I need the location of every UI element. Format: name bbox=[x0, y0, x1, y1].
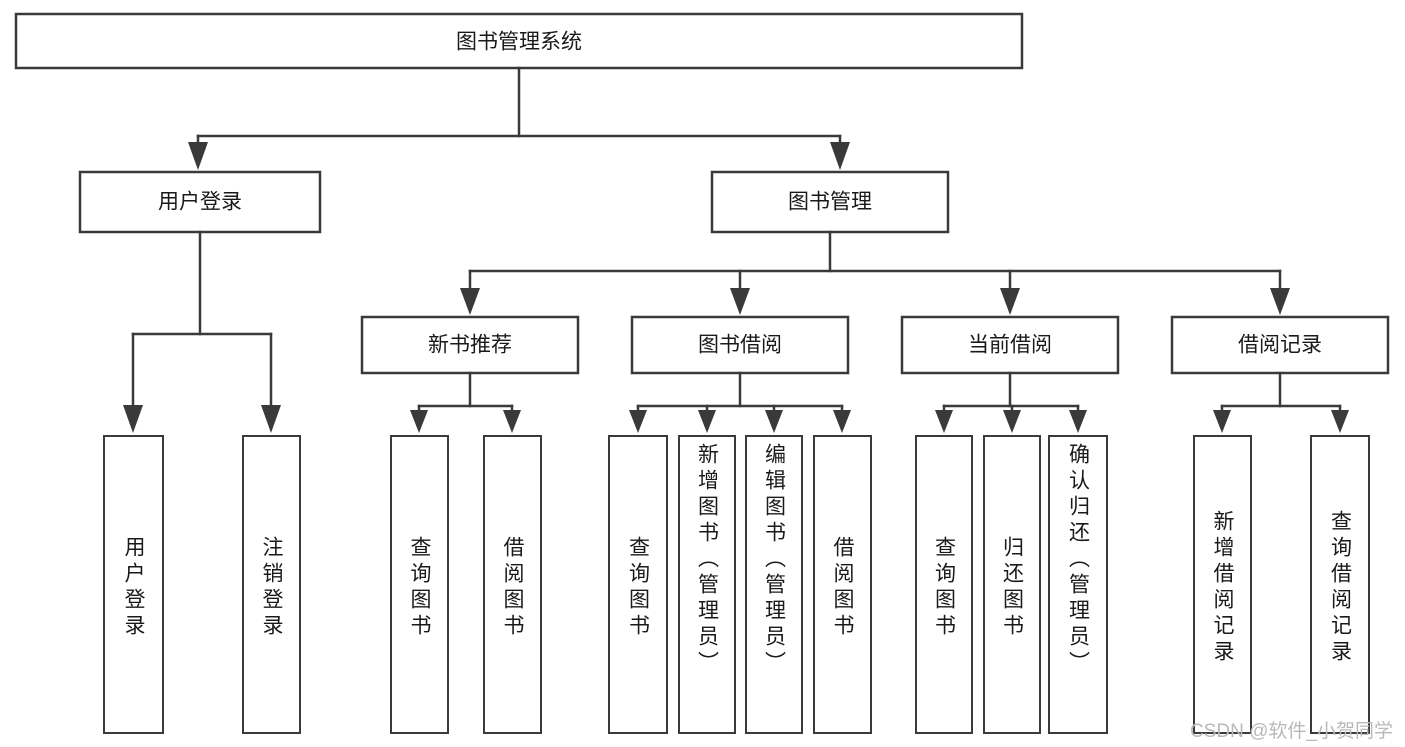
leaf-label: 查询图书 bbox=[408, 535, 431, 640]
node-new-book-recommend-rect bbox=[360, 315, 580, 375]
leaf-label: 确认归还（管理员） bbox=[1066, 443, 1090, 677]
leaf-label: 新增借阅记录 bbox=[1211, 509, 1234, 666]
connector-book-borrow-children bbox=[629, 371, 851, 433]
leaf-label: 查询图书 bbox=[932, 535, 956, 640]
node-user-login-rect bbox=[78, 170, 322, 234]
arrow-head-icon bbox=[123, 405, 143, 433]
node-book-management-label: 图书管理 bbox=[788, 191, 872, 214]
leaf-add-borrow-record[interactable]: 新增借阅记录 bbox=[1193, 435, 1252, 734]
leaf-query-book-borrow[interactable]: 查询图书 bbox=[608, 435, 668, 734]
leaf-confirm-return-admin[interactable]: 确认归还（管理员） bbox=[1048, 435, 1108, 734]
arrow-head-icon bbox=[935, 410, 953, 433]
connector-new-book-recommend-children bbox=[410, 371, 521, 433]
leaf-return-book[interactable]: 归还图书 bbox=[983, 435, 1041, 734]
leaf-logout[interactable]: 注销登录 bbox=[242, 435, 301, 734]
node-current-borrow[interactable]: 当前借阅 bbox=[900, 315, 1120, 375]
leaf-query-borrow-record[interactable]: 查询借阅记录 bbox=[1310, 435, 1370, 734]
node-book-borrow[interactable]: 图书借阅 bbox=[630, 315, 850, 375]
leaf-borrow-book-recommend[interactable]: 借阅图书 bbox=[483, 435, 542, 734]
leaf-label: 新增图书（管理员） bbox=[695, 443, 719, 677]
connector-borrow-record-children bbox=[1213, 371, 1349, 433]
leaf-edit-book-admin[interactable]: 编辑图书（管理员） bbox=[745, 435, 803, 734]
arrow-head-icon bbox=[1069, 410, 1087, 433]
leaf-label: 编辑图书（管理员） bbox=[762, 443, 786, 677]
arrow-head-icon bbox=[1213, 410, 1231, 433]
arrow-head-icon bbox=[1000, 288, 1020, 315]
node-book-borrow-rect bbox=[630, 315, 850, 375]
leaf-query-book-current[interactable]: 查询图书 bbox=[915, 435, 973, 734]
arrow-head-icon bbox=[765, 410, 783, 433]
node-book-management[interactable]: 图书管理 bbox=[710, 170, 950, 234]
leaf-label: 用户登录 bbox=[122, 535, 145, 640]
node-new-book-recommend[interactable]: 新书推荐 bbox=[360, 315, 580, 375]
node-current-borrow-label: 当前借阅 bbox=[968, 334, 1052, 357]
node-root[interactable]: 图书管理系统 bbox=[14, 12, 1024, 70]
connector-user-login-children bbox=[123, 230, 281, 433]
arrow-head-icon bbox=[830, 142, 850, 170]
connector-current-borrow-children bbox=[935, 371, 1087, 433]
arrow-head-icon bbox=[261, 405, 281, 433]
leaf-label: 归还图书 bbox=[1000, 535, 1024, 640]
leaf-user-login[interactable]: 用户登录 bbox=[103, 435, 164, 734]
arrow-head-icon bbox=[460, 288, 480, 315]
arrow-head-icon bbox=[629, 410, 647, 433]
leaf-query-book-recommend[interactable]: 查询图书 bbox=[390, 435, 449, 734]
leaf-label: 借阅图书 bbox=[831, 535, 854, 640]
node-book-borrow-label: 图书借阅 bbox=[698, 334, 782, 357]
arrow-head-icon bbox=[833, 410, 851, 433]
node-borrow-record-rect bbox=[1170, 315, 1390, 375]
node-root-label: 图书管理系统 bbox=[456, 31, 582, 54]
node-root-rect bbox=[14, 12, 1024, 70]
arrow-head-icon bbox=[1331, 410, 1349, 433]
node-borrow-record[interactable]: 借阅记录 bbox=[1170, 315, 1390, 375]
arrow-head-icon bbox=[698, 410, 716, 433]
leaf-add-book-admin[interactable]: 新增图书（管理员） bbox=[678, 435, 736, 734]
node-user-login-label: 用户登录 bbox=[158, 191, 242, 214]
node-book-management-rect bbox=[710, 170, 950, 234]
arrow-head-icon bbox=[1003, 410, 1021, 433]
arrow-head-icon bbox=[503, 410, 521, 433]
leaf-label: 查询图书 bbox=[626, 535, 650, 640]
arrow-head-icon bbox=[188, 142, 208, 170]
node-new-book-recommend-label: 新书推荐 bbox=[428, 334, 512, 357]
arrow-head-icon bbox=[410, 410, 428, 433]
node-user-login[interactable]: 用户登录 bbox=[78, 170, 322, 234]
arrow-head-icon bbox=[730, 288, 750, 315]
node-borrow-record-label: 借阅记录 bbox=[1238, 334, 1322, 357]
connector-root-to-level2 bbox=[188, 66, 850, 170]
leaf-label: 查询借阅记录 bbox=[1328, 509, 1352, 666]
connector-book-management-children bbox=[460, 230, 1290, 315]
leaf-borrow-book[interactable]: 借阅图书 bbox=[813, 435, 872, 734]
arrow-head-icon bbox=[1270, 288, 1290, 315]
leaf-label: 注销登录 bbox=[260, 535, 283, 640]
leaf-label: 借阅图书 bbox=[501, 535, 524, 640]
